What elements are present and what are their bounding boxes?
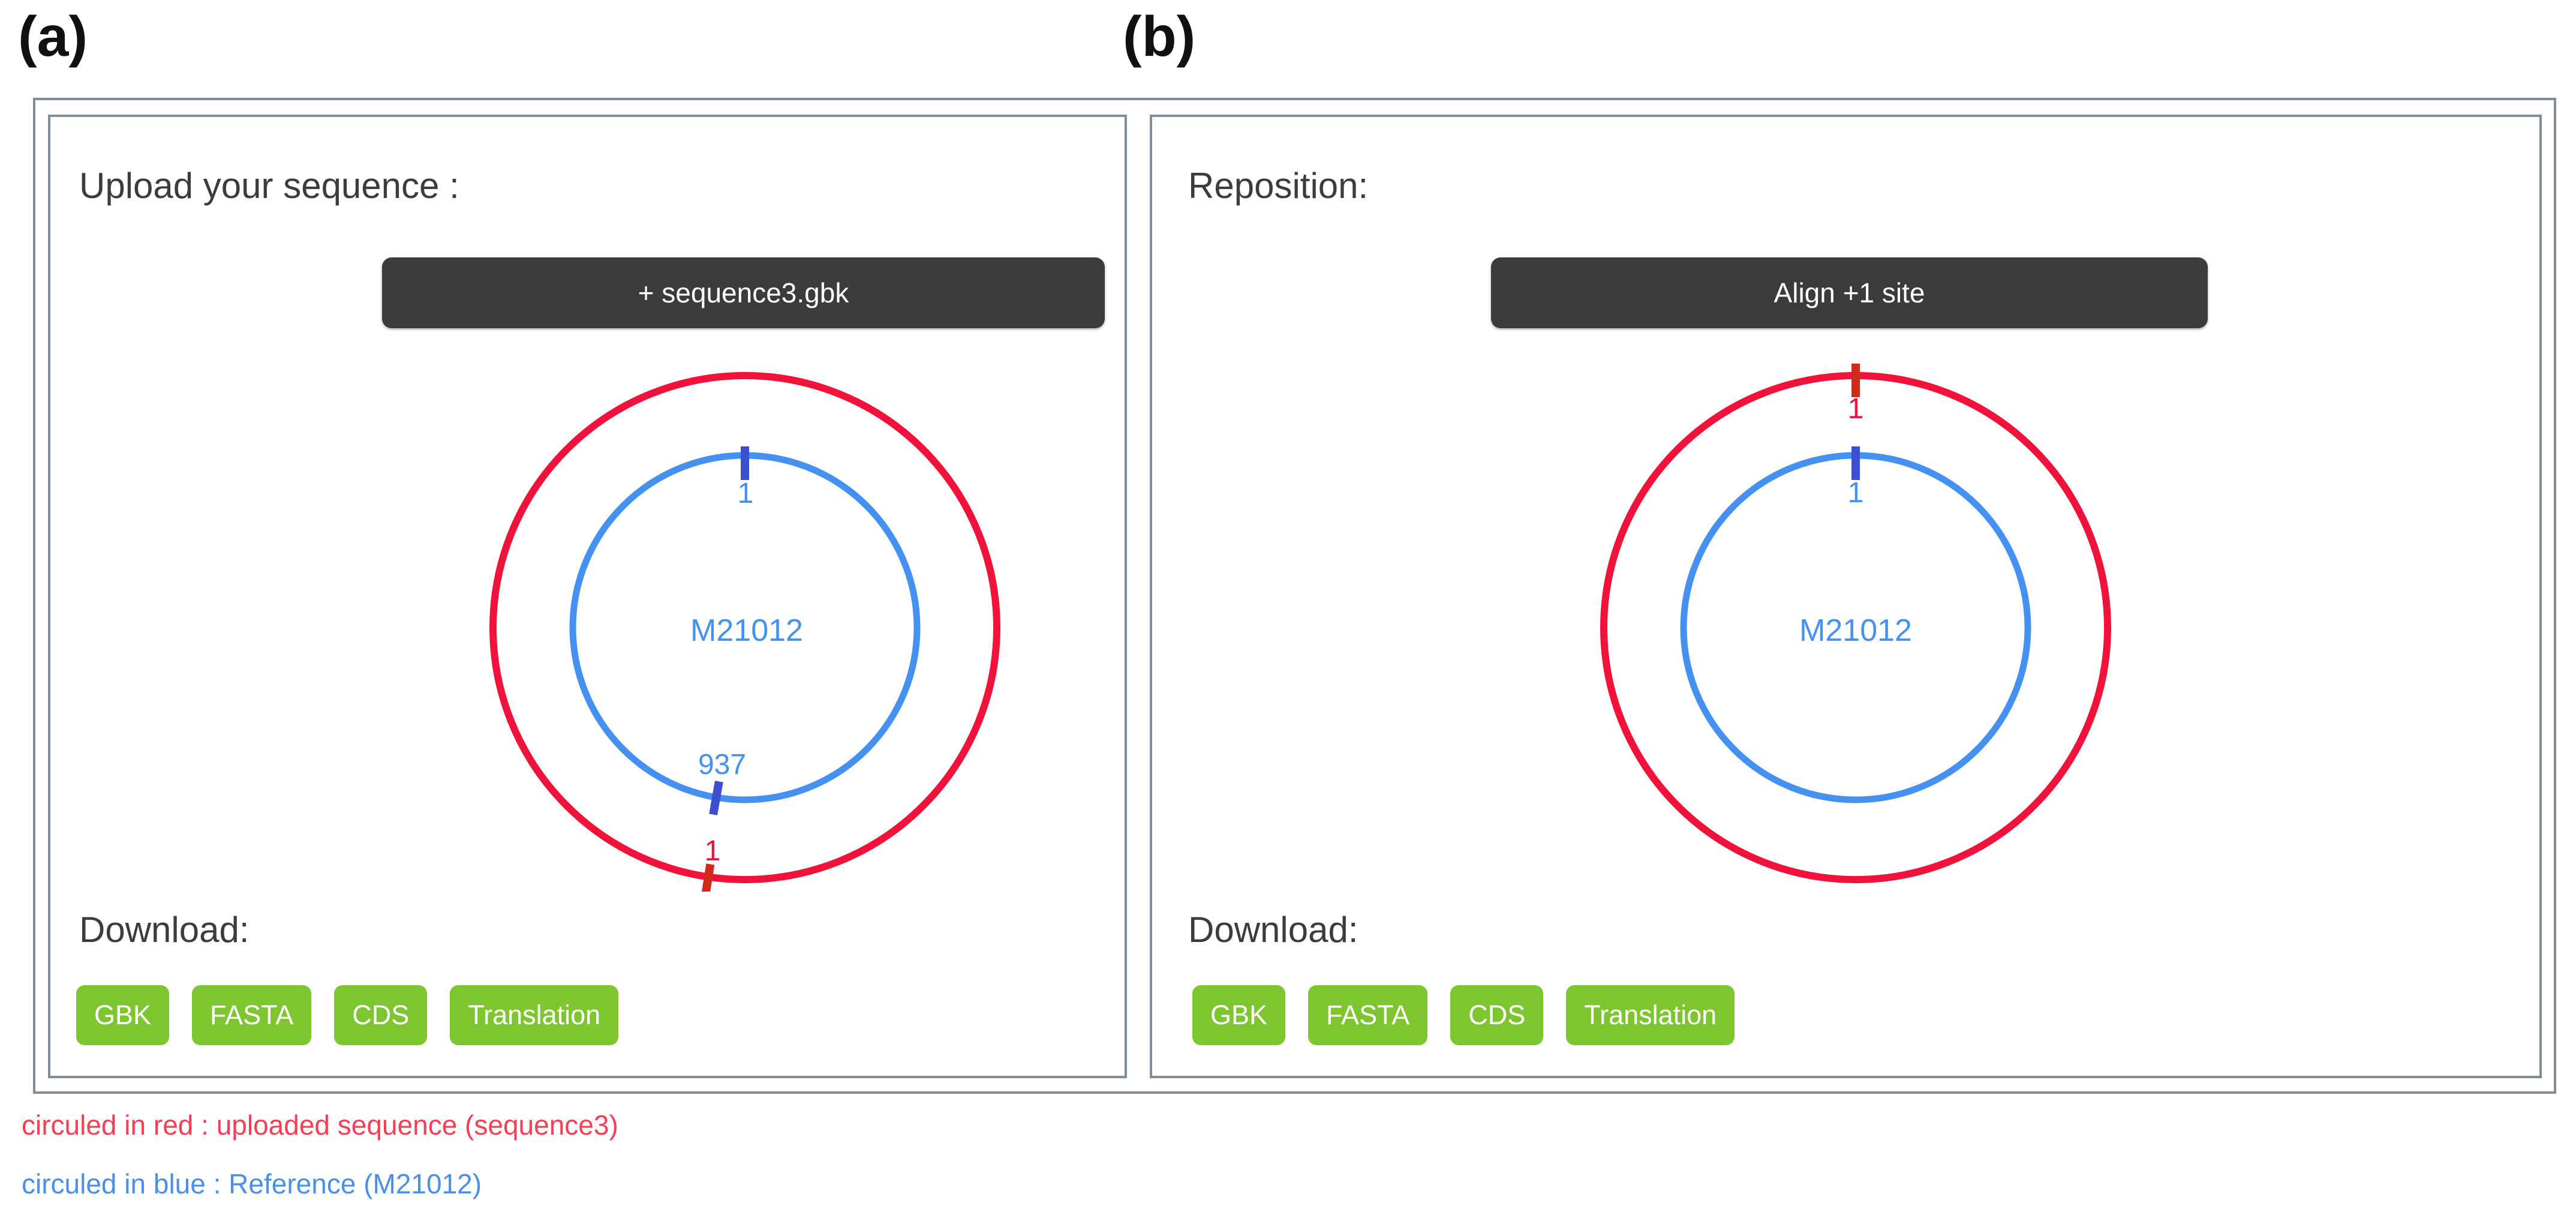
upload-sequence-button[interactable]: + sequence3.gbk (382, 257, 1105, 328)
download-heading: Download: (1188, 910, 1358, 950)
upload-heading: Upload your sequence : (79, 166, 459, 206)
download-fasta-button[interactable]: FASTA (192, 985, 312, 1045)
reference-start-tick-label: 1 (1848, 477, 1864, 509)
download-heading: Download: (79, 910, 250, 950)
reference-end-tick (709, 781, 723, 815)
download-gbk-button[interactable]: GBK (1192, 985, 1286, 1045)
reposition-heading: Reposition: (1188, 166, 1369, 206)
uploaded-start-tick (1851, 364, 1860, 397)
reference-name-label: M21012 (690, 613, 803, 648)
uploaded-start-tick-label: 1 (1848, 393, 1864, 425)
download-cds-button[interactable]: CDS (334, 985, 428, 1045)
download-fasta-button[interactable]: FASTA (1308, 985, 1428, 1045)
figure-label-a: (a) (18, 5, 88, 68)
sequence-map-b: 1 1 M21012 (1600, 364, 2111, 883)
download-gbk-button[interactable]: GBK (76, 985, 170, 1045)
download-translation-button[interactable]: Translation (450, 985, 619, 1045)
reference-start-tick (1851, 446, 1860, 480)
legend-red-note: circuled in red : uploaded sequence (seq… (22, 1109, 618, 1141)
uploaded-start-tick-label: 1 (705, 835, 721, 867)
reference-start-tick-label: 1 (738, 478, 754, 509)
sequence-map-a: 1 937 1 M21012 (489, 372, 1000, 892)
figure-label-b: (b) (1123, 5, 1196, 68)
panel-reposition: Reposition: Align +1 site 1 1 M21012 Dow… (1150, 115, 2542, 1078)
align-plus-one-site-button[interactable]: Align +1 site (1491, 257, 2208, 328)
download-translation-button[interactable]: Translation (1566, 985, 1735, 1045)
reference-start-tick (741, 446, 749, 480)
download-cds-button[interactable]: CDS (1450, 985, 1544, 1045)
download-button-row: GBK FASTA CDS Translation (76, 985, 619, 1045)
legend-blue-note: circuled in blue : Reference (M21012) (22, 1168, 482, 1199)
uploaded-start-tick (701, 863, 715, 892)
reference-end-tick-label: 937 (698, 749, 746, 781)
panel-upload: Upload your sequence : + sequence3.gbk 1… (48, 115, 1127, 1078)
download-button-row: GBK FASTA CDS Translation (1192, 985, 1735, 1045)
reference-name-label: M21012 (1799, 613, 1912, 648)
uploaded-sequence-circle (489, 372, 1000, 883)
